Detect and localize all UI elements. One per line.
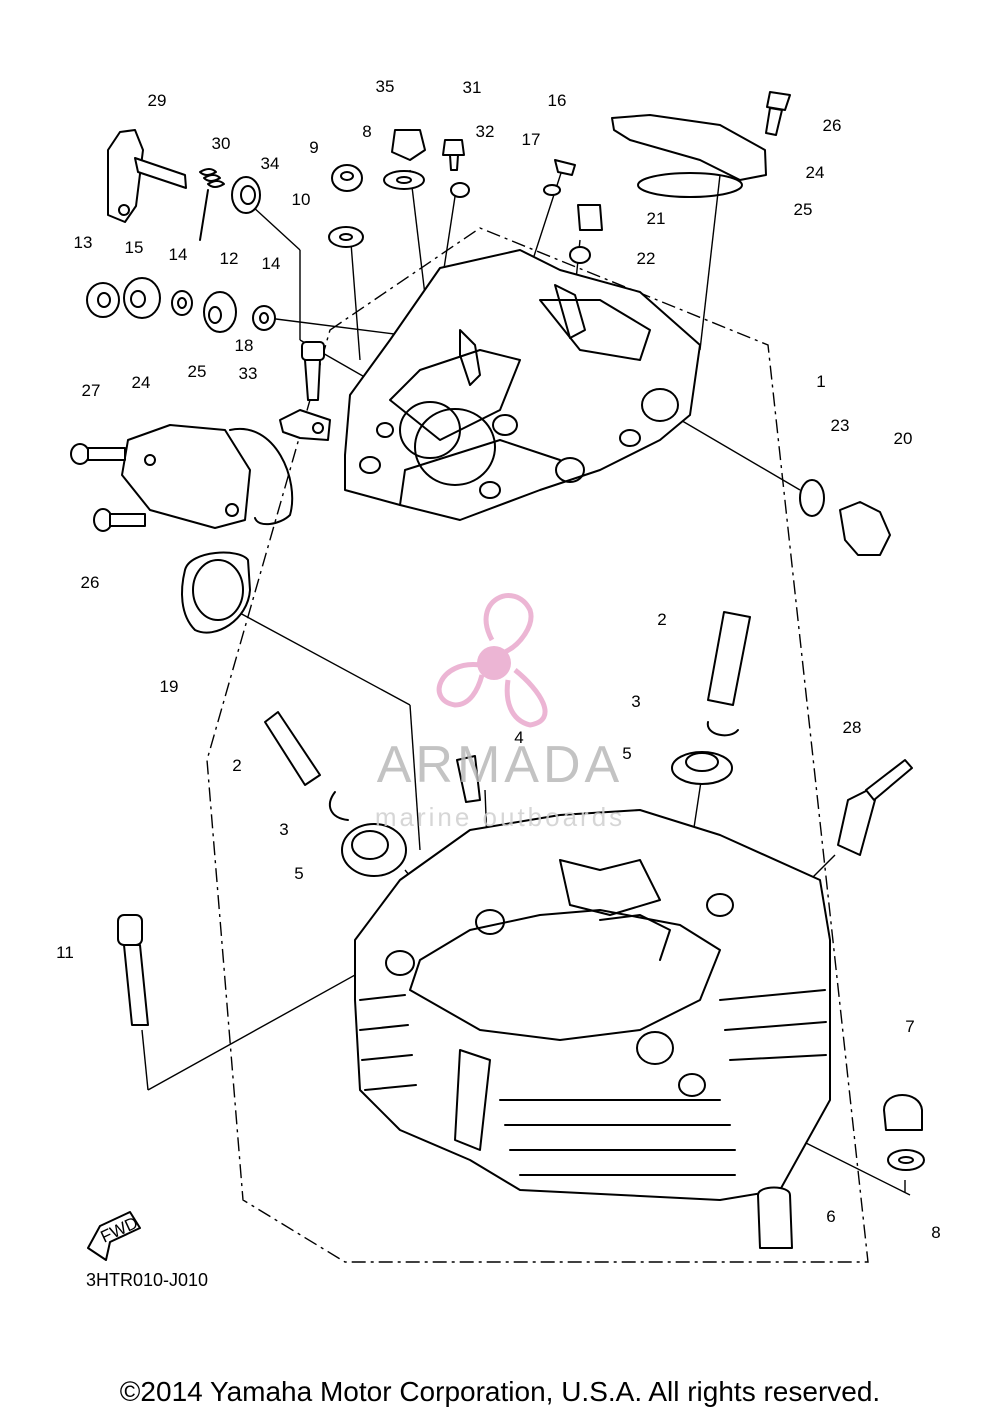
- cylinder-head: [354, 809, 831, 1201]
- callout-12: 12: [220, 249, 239, 268]
- armada-watermark: ARMADA marine outboards: [375, 593, 625, 832]
- callout-7: 7: [905, 1017, 914, 1036]
- callout-20: 20: [894, 429, 913, 448]
- plate-33: [279, 409, 331, 441]
- callout-18: 18: [235, 336, 254, 355]
- callout-9: 9: [309, 138, 318, 157]
- washer-8-top: [383, 170, 425, 190]
- callout-16: 16: [548, 91, 567, 110]
- cover-24-right: [611, 114, 767, 181]
- cover-24-left: [121, 424, 251, 529]
- callout-30: 30: [212, 134, 231, 153]
- spring-30: [199, 168, 225, 241]
- callout-6: 6: [826, 1207, 835, 1226]
- bolt-27: [70, 443, 126, 465]
- screw-16: [554, 159, 576, 176]
- callout-35: 35: [376, 77, 395, 96]
- callout-28: 28: [843, 718, 862, 737]
- callout-5: 5: [622, 744, 631, 763]
- callout-31: 31: [463, 78, 482, 97]
- callout-1: 1: [816, 372, 825, 391]
- callout-23: 23: [831, 416, 850, 435]
- propeller-logo-icon: [436, 593, 548, 728]
- diagram-code: 3HTR010-J010: [86, 1270, 209, 1290]
- screw-31: [442, 139, 465, 171]
- gear-12: [203, 291, 237, 333]
- bolt-26-left: [93, 508, 146, 532]
- callout-8: 8: [362, 122, 371, 141]
- oil-seal-34: [231, 176, 261, 214]
- callout-17: 17: [522, 130, 541, 149]
- assembly-boundary: [206, 227, 869, 1263]
- callout-26: 26: [823, 116, 842, 135]
- callout-3: 3: [279, 820, 288, 839]
- callout-14: 14: [262, 254, 281, 273]
- cylinder-head-cover: [344, 249, 701, 521]
- callout-11: 11: [56, 943, 74, 962]
- nut-35: [391, 129, 426, 161]
- callout-26: 26: [81, 573, 100, 592]
- callout-8: 8: [931, 1223, 940, 1242]
- bolt-11: [117, 914, 149, 1026]
- washer-10: [328, 226, 364, 248]
- copyright-notice: ©2014 Yamaha Motor Corporation, U.S.A. A…: [119, 1376, 881, 1407]
- washer-23: [799, 479, 825, 517]
- callout-25: 25: [794, 200, 813, 219]
- collar-15: [123, 277, 161, 319]
- callout-24: 24: [806, 163, 825, 182]
- bolt-26-right: [765, 91, 791, 136]
- decompression-lever-29: [107, 129, 187, 223]
- callout-19: 19: [160, 677, 179, 696]
- watermark-tagline: marine outboards: [375, 802, 625, 832]
- plug-20: [839, 501, 891, 556]
- callout-2: 2: [657, 610, 666, 629]
- callout-32: 32: [476, 122, 495, 141]
- clip-3-right: [706, 721, 739, 737]
- clip-3-left: [328, 791, 349, 821]
- watermark-name: ARMADA: [377, 736, 623, 794]
- washer-32: [450, 182, 470, 198]
- callout-21: 21: [647, 209, 666, 228]
- oil-seal-19: [181, 551, 251, 634]
- nut-9: [331, 164, 363, 192]
- nut-7: [883, 1094, 923, 1131]
- washer-14a: [171, 290, 193, 316]
- gasket-25-right: [637, 172, 743, 198]
- washer-14b: [252, 305, 276, 331]
- propeller-hub-icon: [477, 646, 511, 680]
- callout-29: 29: [148, 91, 167, 110]
- callout-10: 10: [292, 190, 311, 209]
- callout-25: 25: [188, 362, 207, 381]
- gasket-25-left: [229, 427, 294, 526]
- washer-8-bottom: [887, 1149, 925, 1171]
- callout-13: 13: [74, 233, 93, 252]
- seal-5-right: [671, 751, 733, 785]
- washer-22: [569, 246, 591, 264]
- valve-guide-2-right: [707, 611, 751, 706]
- callout-27: 27: [82, 381, 101, 400]
- spark-plug-28: [837, 759, 913, 856]
- callout-15: 15: [125, 238, 144, 257]
- callout-3: 3: [631, 692, 640, 711]
- washer-13: [86, 282, 120, 318]
- dowel-6: [757, 1186, 793, 1249]
- callout-5: 5: [294, 864, 303, 883]
- callout-34: 34: [261, 154, 280, 173]
- callout-2: 2: [232, 756, 241, 775]
- valve-guide-2-left: [264, 711, 321, 786]
- plug-21: [577, 204, 603, 231]
- callout-24: 24: [132, 373, 151, 392]
- callout-22: 22: [637, 249, 656, 268]
- pin-4: [456, 755, 481, 803]
- bolt-18: [301, 341, 325, 401]
- callout-4: 4: [514, 728, 523, 747]
- seal-5-left: [341, 823, 407, 877]
- callout-14: 14: [169, 245, 188, 264]
- fwd-arrow-icon: FWD: [87, 1211, 141, 1261]
- washer-17: [543, 184, 561, 196]
- callout-33: 33: [239, 364, 258, 383]
